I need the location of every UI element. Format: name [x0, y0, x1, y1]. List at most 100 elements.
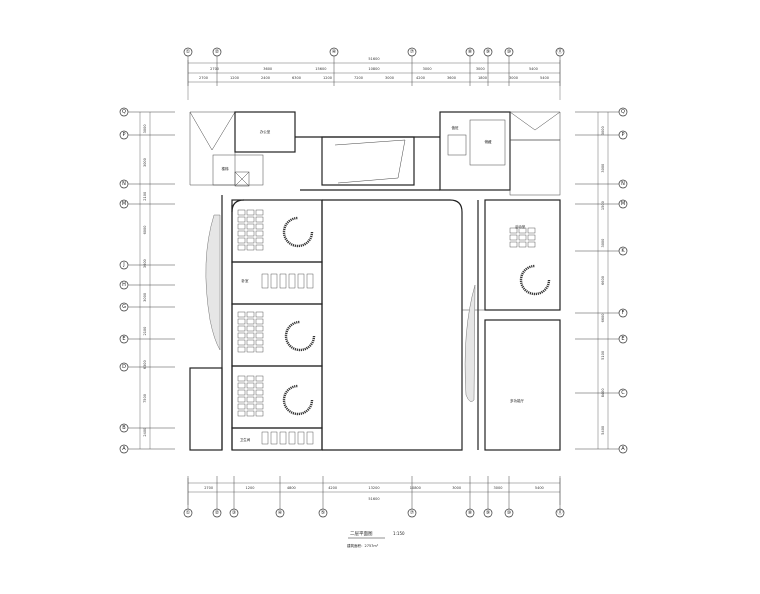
top-row2-dim: 1800 [478, 76, 487, 80]
right-axis-bubble: E [618, 334, 628, 344]
svg-text:A: A [122, 446, 126, 452]
right-dim: 1500 [601, 201, 605, 210]
desk [237, 318, 246, 325]
desk [518, 227, 527, 234]
svg-text:Q: Q [122, 109, 126, 115]
left-axis-bubble: H [119, 280, 129, 290]
desk [246, 396, 255, 403]
desk [509, 227, 518, 234]
left-axis-bubble: J [119, 260, 129, 270]
desk [527, 234, 536, 241]
left-dim: 2400 [143, 428, 147, 437]
furniture [237, 209, 551, 445]
desk [237, 410, 246, 417]
top-row2-dim: 7200 [354, 76, 363, 80]
top-row2-dim: 6300 [292, 76, 301, 80]
right-dim: 3000 [601, 164, 605, 173]
desk [237, 216, 246, 223]
svg-text:P: P [621, 132, 624, 138]
right-dim: 3000 [601, 126, 605, 135]
desk [246, 318, 255, 325]
top-row2-dim: 4200 [416, 76, 425, 80]
desk [255, 209, 264, 216]
top-row2-dim: 1200 [323, 76, 332, 80]
right-axis-bubble: P [618, 130, 628, 140]
right-axis-bubble: F [618, 308, 628, 318]
svg-text:⑨: ⑨ [486, 49, 490, 55]
desk [237, 375, 246, 382]
right-dim: 3000 [601, 239, 605, 248]
desk [255, 346, 264, 353]
desk [255, 339, 264, 346]
svg-text:⑩: ⑩ [507, 49, 512, 55]
top-axis-bubble: ⑦ [407, 47, 417, 57]
svg-text:P: P [122, 132, 125, 138]
room-label-activity: 活动室 [515, 224, 526, 229]
top-row1-dim: 3000 [476, 67, 485, 71]
desk [246, 325, 255, 332]
bottom-axis-bubble: ⑤ [318, 508, 328, 518]
desk [518, 234, 527, 241]
bottom-axis-bubble: ⑪ [555, 508, 565, 518]
round-bench [519, 264, 551, 296]
desk [246, 209, 255, 216]
desk [509, 241, 518, 248]
top-row2-dim: 2700 [199, 76, 208, 80]
desk [246, 382, 255, 389]
room-label-multi: 多功能厅 [510, 398, 524, 403]
desk [237, 223, 246, 230]
desk [255, 375, 264, 382]
desk [237, 389, 246, 396]
svg-text:⑪: ⑪ [557, 48, 562, 55]
desk [527, 227, 536, 234]
svg-text:③: ③ [232, 510, 236, 516]
bed [270, 273, 278, 289]
bottom-row1-dim: 4200 [328, 486, 337, 490]
desk [237, 230, 246, 237]
bottom-axis-bubble: ② [212, 508, 222, 518]
left-axis-bubble: B [119, 423, 129, 433]
svg-text:②: ② [215, 510, 220, 516]
left-axis-bubble: N [119, 179, 129, 189]
room-label-stair: 楼梯 [222, 166, 229, 171]
top-row1-dim: 3600 [263, 67, 272, 71]
svg-text:④: ④ [278, 510, 283, 516]
desk [255, 216, 264, 223]
bottom-axis-bubble: ④ [275, 508, 285, 518]
desk [246, 375, 255, 382]
desk [509, 234, 518, 241]
desk [237, 403, 246, 410]
svg-text:D: D [122, 364, 126, 370]
svg-text:N: N [122, 181, 126, 187]
svg-text:⑨: ⑨ [486, 510, 490, 516]
bottom-row1-dim: 4800 [287, 486, 296, 490]
top-axis-bubble: ⑩ [504, 47, 514, 57]
left-dim: 3000 [143, 293, 147, 302]
top-row2-dim: 1200 [230, 76, 239, 80]
top-axis-bubble: ⑪ [555, 47, 565, 57]
svg-text:E: E [621, 336, 624, 342]
desk [237, 396, 246, 403]
svg-text:H: H [122, 282, 126, 288]
desk [527, 241, 536, 248]
round-bench [284, 320, 316, 352]
svg-text:①: ① [186, 49, 191, 55]
svg-text:C: C [621, 390, 625, 396]
desk [255, 332, 264, 339]
desk [255, 403, 264, 410]
bottom-row1-dim: 3000 [452, 486, 461, 490]
bottom-axis-bubble: ⑧ [465, 508, 475, 518]
right-axis-bubble: K [618, 246, 628, 256]
bottom-axis-bubble: ⑩ [504, 508, 514, 518]
top-row1-dim: 15600 [315, 67, 326, 71]
bottom-axis-bubble: ③ [229, 508, 239, 518]
room-label-sleep: 卧室 [242, 278, 249, 283]
left-dim: 6000 [143, 225, 147, 234]
left-dim: 6300 [143, 360, 147, 369]
right-dim: 6600 [601, 313, 605, 322]
desk [237, 311, 246, 318]
top-row1-dim: 5400 [529, 67, 538, 71]
